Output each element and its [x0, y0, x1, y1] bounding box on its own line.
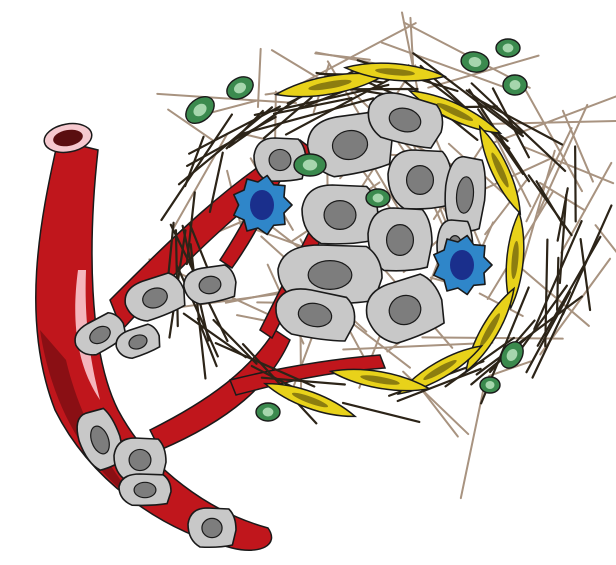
immune-cell-icon	[366, 189, 390, 207]
ecm-fiber	[191, 244, 206, 378]
tumor-cell-icon	[188, 508, 236, 547]
fibroblast-icon	[503, 211, 528, 308]
tumor-cell-icon	[388, 150, 452, 209]
tumor-cell-icon	[119, 474, 171, 505]
immune-cell-icon	[503, 75, 527, 95]
ecm-fiber	[575, 146, 576, 221]
ecm-fiber	[520, 151, 554, 272]
ecm-fiber	[581, 239, 590, 310]
ecm-fiber	[214, 320, 257, 364]
ecm-fiber	[315, 53, 370, 59]
immune-cell-icon	[496, 39, 520, 57]
immune-cell-icon	[256, 403, 280, 421]
ecm-fiber	[533, 308, 566, 378]
ecm-fiber	[343, 403, 419, 422]
immune-cell-icon	[480, 377, 500, 393]
ecm-fiber	[561, 163, 611, 253]
ecm-fiber	[258, 49, 261, 107]
ecm-fiber	[557, 258, 558, 310]
immune-cell-icon	[294, 154, 326, 176]
immune-cell-icon	[496, 338, 527, 372]
ecm-fiber	[563, 206, 611, 315]
fibroblast-icon	[394, 339, 485, 401]
